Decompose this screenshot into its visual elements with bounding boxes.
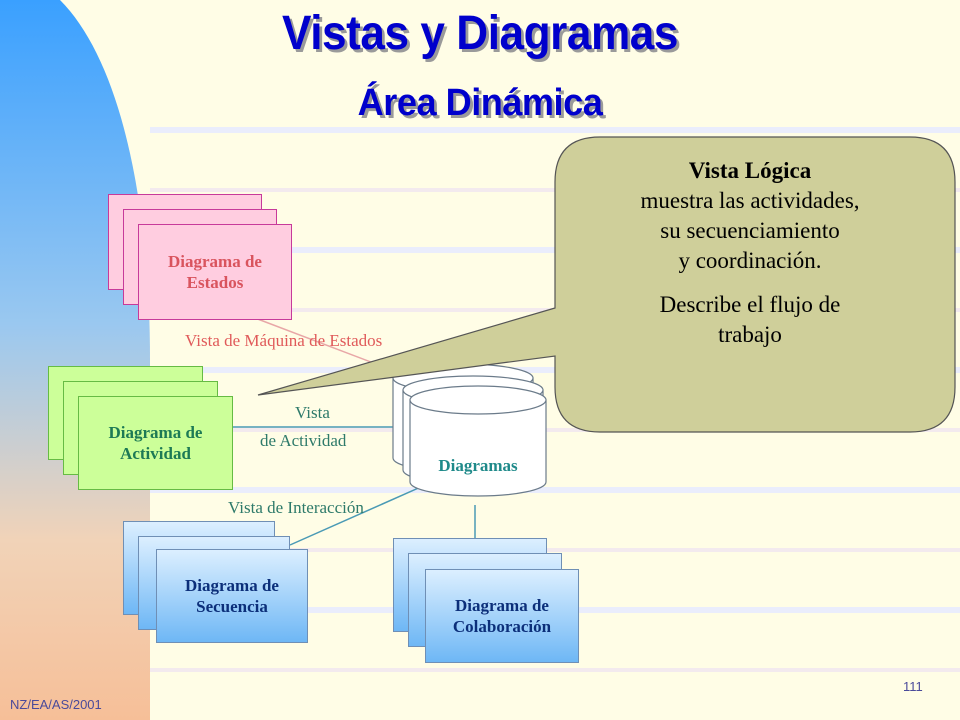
callout-line: Describe el flujo de [659, 292, 841, 317]
callout-line: trabajo [718, 322, 782, 347]
view-label-interaccion: Vista de Interacción [228, 498, 364, 517]
estados-card: Diagrama de Estados [138, 224, 292, 320]
page-number: 111 [903, 679, 923, 694]
view-label-maquina-estados: Vista de Máquina de Estados [185, 331, 383, 350]
secuencia-card: Diagrama de Secuencia [156, 549, 308, 643]
colaboracion-label: Diagrama de Colaboración [452, 596, 552, 636]
callout-heading: Vista Lógica [688, 158, 812, 183]
callout-bubble-shape [257, 136, 956, 433]
footer-author: NZ/EA/AS/2001 [10, 697, 102, 712]
view-label-actividad-line2: de Actividad [260, 431, 347, 450]
view-label-actividad-line1: Vista [295, 403, 330, 422]
page-subtitle: Área Dinámica [357, 82, 603, 124]
callout-text: Vista Lógica muestra las actividades, su… [560, 156, 940, 350]
repository-label: Diagramas [438, 456, 518, 475]
page-title: Vistas y Diagramas [282, 7, 678, 60]
colaboracion-card: Diagrama de Colaboración [425, 569, 579, 663]
callout-line: su secuenciamiento [660, 218, 840, 243]
callout-line: y coordinación. [678, 248, 822, 273]
repository-cylinders [392, 363, 547, 497]
actividad-card: Diagrama de Actividad [78, 396, 233, 490]
secuencia-label: Diagrama de Secuencia [185, 576, 279, 616]
estados-label: Diagrama de Estados [168, 252, 262, 292]
actividad-label: Diagrama de Actividad [108, 423, 203, 463]
connector-secuencia [289, 481, 433, 546]
callout-line: muestra las actividades, [640, 188, 860, 213]
